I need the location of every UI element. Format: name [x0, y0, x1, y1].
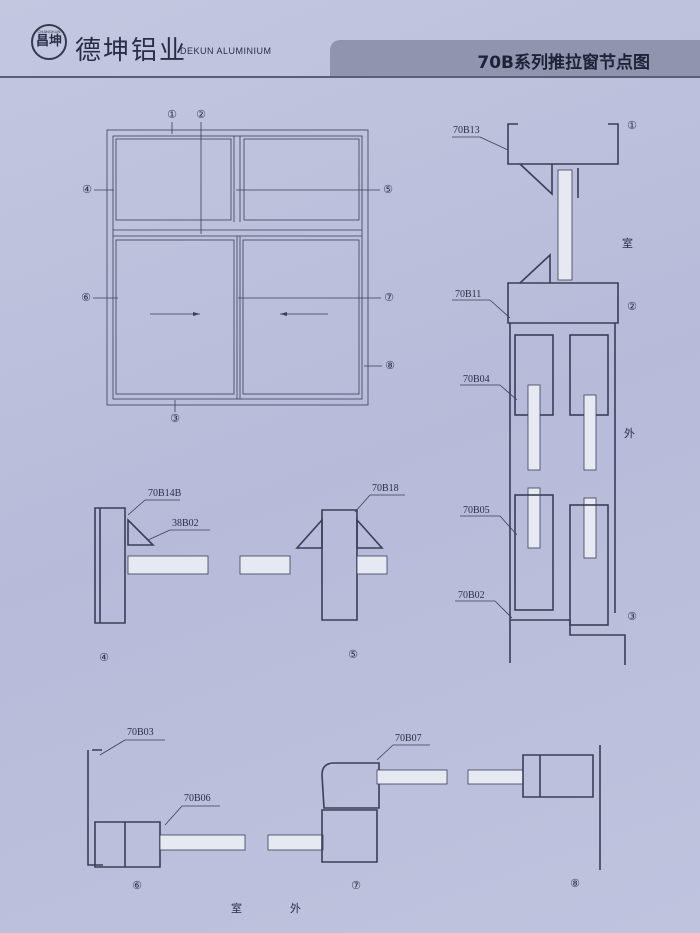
- callout-1: ①: [167, 109, 177, 121]
- window-elevation: ① ② ③ ④ ⑤ ⑥ ⑦ ⑧: [81, 109, 395, 425]
- part-label-70B13: 70B13: [453, 125, 480, 136]
- brand-name-en: DEKUN ALUMINIUM: [180, 46, 272, 56]
- bottom-outdoor-label: 外: [290, 902, 301, 915]
- logo-sub-text: CHANGKUN: [37, 29, 61, 34]
- page-header: CHANGKUN 昌坤 德坤铝业 DEKUN ALUMINIUM 70B系列推拉…: [0, 0, 700, 80]
- detail-callout-4: ④: [99, 652, 109, 664]
- bottom-indoor-label: 室: [231, 901, 242, 915]
- section-callout-2: ②: [627, 301, 637, 313]
- vertical-section: 70B13 70B11 70B04 70B05 70B02 ① ② ③ 室 外: [452, 120, 637, 665]
- section-callout-3: ③: [627, 611, 637, 623]
- part-label-70B02: 70B02: [458, 590, 485, 601]
- detail-6-7-8: 70B03 70B06 70B07 ⑥ ⑦ ⑧ 室 外: [87, 727, 601, 915]
- part-label-38B02: 38B02: [172, 518, 199, 529]
- detail-callout-6: ⑥: [132, 880, 142, 892]
- part-label-70B07: 70B07: [395, 733, 422, 744]
- part-label-70B14B: 70B14B: [148, 488, 182, 499]
- logo-main-text: 昌坤: [35, 33, 62, 48]
- section-callout-1: ①: [627, 120, 637, 132]
- detail-4-5: 70B14B 38B02 70B18 ④ ⑤: [94, 483, 405, 664]
- outdoor-label: 外: [624, 427, 635, 440]
- part-label-70B03: 70B03: [127, 727, 154, 738]
- title-bar: 70B系列推拉窗节点图: [330, 40, 700, 76]
- part-label-70B04: 70B04: [463, 374, 490, 385]
- callout-6: ⑥: [81, 292, 91, 304]
- part-label-70B11: 70B11: [455, 289, 481, 300]
- callout-5: ⑤: [383, 184, 393, 196]
- callout-2: ②: [196, 109, 206, 121]
- detail-callout-5: ⑤: [348, 649, 358, 661]
- callout-3: ③: [170, 413, 180, 425]
- part-label-70B18: 70B18: [372, 483, 399, 494]
- detail-callout-7: ⑦: [351, 880, 361, 892]
- callout-8: ⑧: [385, 360, 395, 372]
- part-label-70B06: 70B06: [184, 793, 211, 804]
- page-title: 70B系列推拉窗节点图: [477, 53, 650, 73]
- detail-callout-8: ⑧: [570, 878, 580, 890]
- callout-4: ④: [82, 184, 92, 196]
- header-divider: [0, 76, 700, 78]
- company-logo: CHANGKUN 昌坤: [31, 24, 67, 60]
- brand-name-cn: 德坤铝业: [75, 36, 188, 66]
- indoor-label: 室: [622, 236, 633, 250]
- part-label-70B05: 70B05: [463, 505, 490, 516]
- callout-7: ⑦: [384, 292, 394, 304]
